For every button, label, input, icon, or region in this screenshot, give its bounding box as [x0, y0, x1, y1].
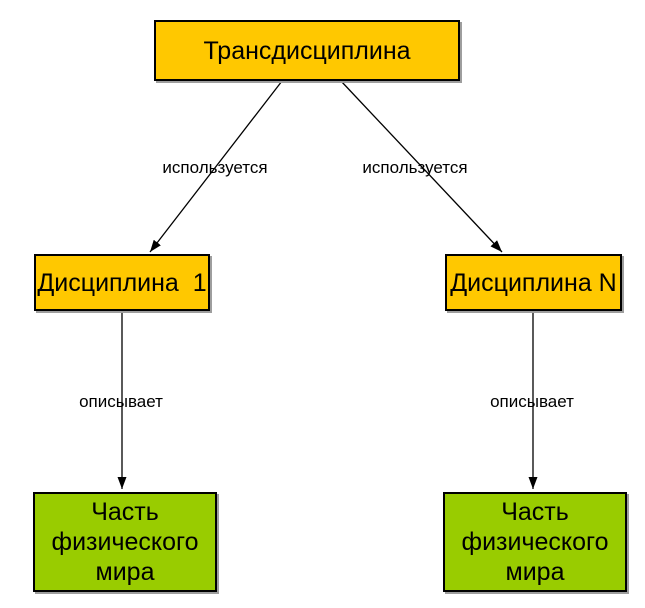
edge-uses-n-arrow — [340, 80, 503, 253]
node-discipline-1[interactable]: Дисциплина 1 — [34, 254, 210, 311]
edge-label-uses-1: используется — [162, 158, 268, 177]
edge-uses-1-arrow — [149, 80, 283, 253]
edge-label-describes-1: описывает — [79, 392, 163, 411]
edge-label-uses-n: используется — [362, 158, 468, 177]
edge-label-describes-n: описывает — [490, 392, 574, 411]
node-world-part-1[interactable]: Часть физического мира — [33, 492, 217, 592]
node-transdiscipline[interactable]: Трансдисциплина — [154, 20, 460, 81]
node-world-part-n[interactable]: Часть физического мира — [443, 492, 627, 592]
node-discipline-n[interactable]: Дисциплина N — [445, 254, 622, 311]
